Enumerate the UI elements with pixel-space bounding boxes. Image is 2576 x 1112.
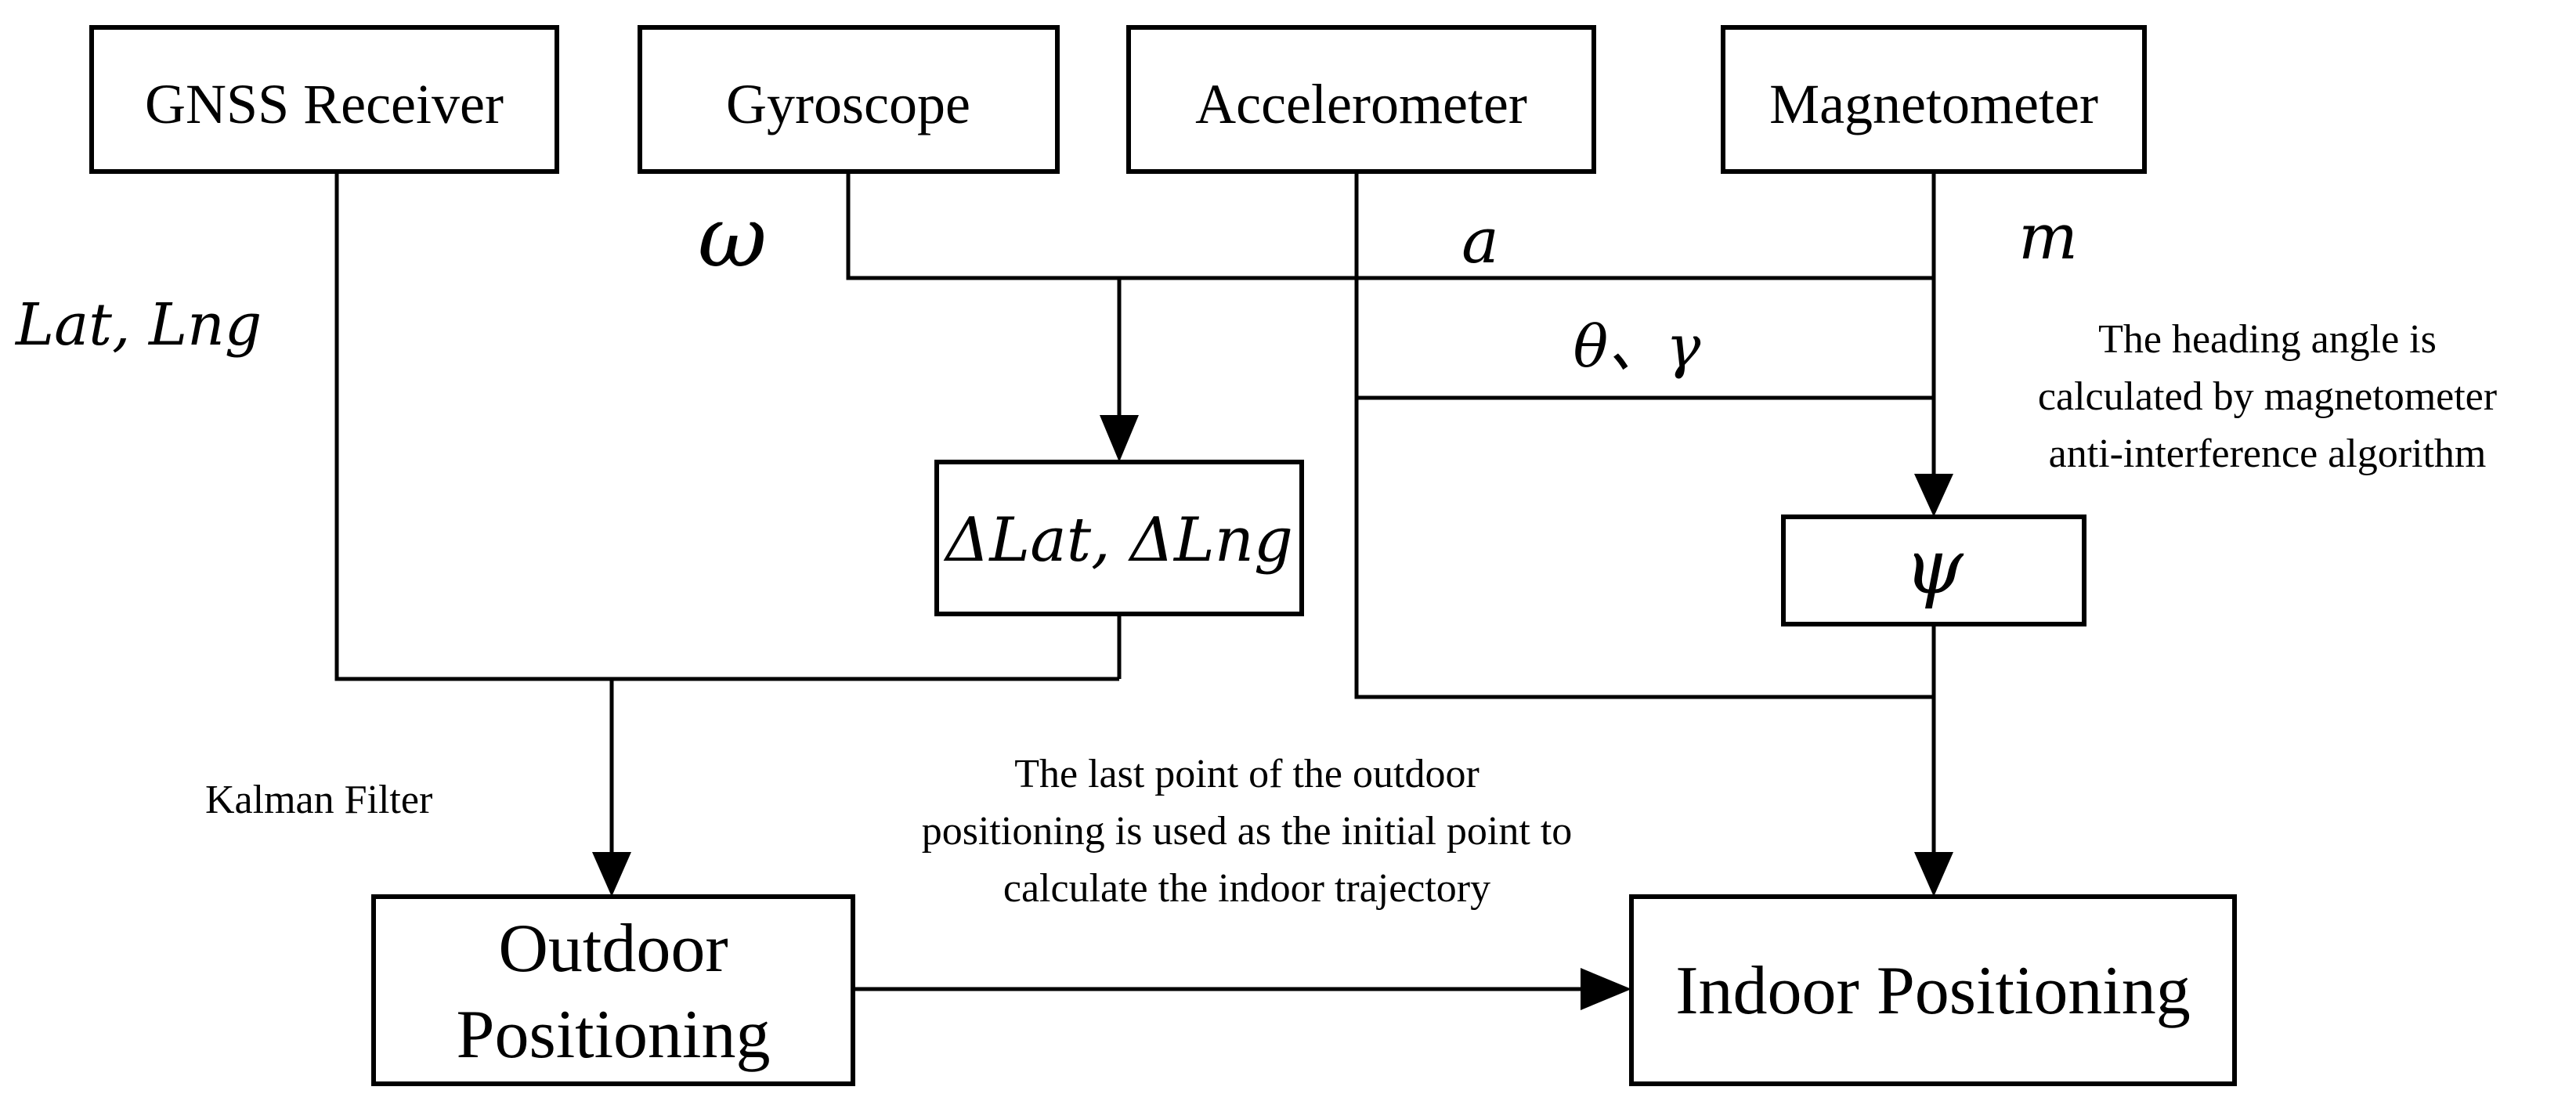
indoor-arrowhead xyxy=(1914,852,1953,897)
outdoor-positioning-box xyxy=(371,894,855,1086)
transfer-note-line3: calculate the indoor trajectory xyxy=(1003,866,1490,911)
gyroscope-box xyxy=(638,25,1060,174)
accel-symbol: a xyxy=(1461,204,1499,277)
psi-label: ψ xyxy=(1904,523,1964,611)
outdoor-label-line2: Positioning xyxy=(457,997,771,1073)
accelerometer-label: Accelerometer xyxy=(1195,73,1527,135)
magnetometer-node: Magnetometer xyxy=(1721,25,2147,174)
heading-box xyxy=(1781,514,2086,626)
lat-lng-symbol: Lat, Lng xyxy=(14,291,262,359)
gyroscope-node: Gyroscope xyxy=(638,25,1060,174)
kalman-filter-note: Kalman Filter xyxy=(205,778,432,822)
gnss-to-kalman-line xyxy=(334,171,1119,681)
delta-arrowhead xyxy=(1100,415,1139,462)
magnetometer-label: Magnetometer xyxy=(1769,73,2098,135)
accelerometer-node: Accelerometer xyxy=(1126,25,1596,174)
gnss-receiver-label: GNSS Receiver xyxy=(145,73,504,135)
transfer-note-line1: The last point of the outdoor xyxy=(1014,752,1479,796)
heading-note-line1: The heading angle is xyxy=(2098,317,2437,362)
outdoor-arrowhead xyxy=(592,852,631,897)
indoor-positioning-box xyxy=(1629,894,2237,1086)
heading-note-line3: anti-interference algorithm xyxy=(2049,431,2487,476)
indoor-label: Indoor Positioning xyxy=(1675,953,2191,1029)
delta-label: ΔLat, ΔLng xyxy=(943,505,1293,576)
delta-box xyxy=(934,460,1304,616)
magnetometer-box xyxy=(1721,25,2147,174)
accelerometer-line xyxy=(1354,171,1934,699)
theta-gamma-symbol: θ、γ xyxy=(1573,313,1702,381)
outdoor-label-line1: Outdoor xyxy=(498,911,728,987)
delta-node: ΔLat, ΔLng xyxy=(934,460,1304,616)
gnss-receiver-node: GNSS Receiver xyxy=(89,25,559,174)
heading-node: ψ xyxy=(1781,514,2086,626)
heading-note-line2: calculated by magnetometer xyxy=(2038,374,2497,419)
accelerometer-box xyxy=(1126,25,1596,174)
omega-symbol: ω xyxy=(698,189,767,287)
mag-symbol: m xyxy=(2018,200,2078,273)
outdoor-positioning-node: Outdoor Positioning xyxy=(371,894,855,1086)
transfer-arrowhead xyxy=(1581,968,1631,1010)
heading-arrowhead xyxy=(1914,474,1953,517)
gyroscope-label: Gyroscope xyxy=(726,73,970,135)
transfer-note-line2: positioning is used as the initial point… xyxy=(922,809,1573,854)
gnss-receiver-box xyxy=(89,25,559,174)
indoor-positioning-node: Indoor Positioning xyxy=(1629,894,2237,1086)
gyroscope-bus-line xyxy=(846,171,1934,280)
